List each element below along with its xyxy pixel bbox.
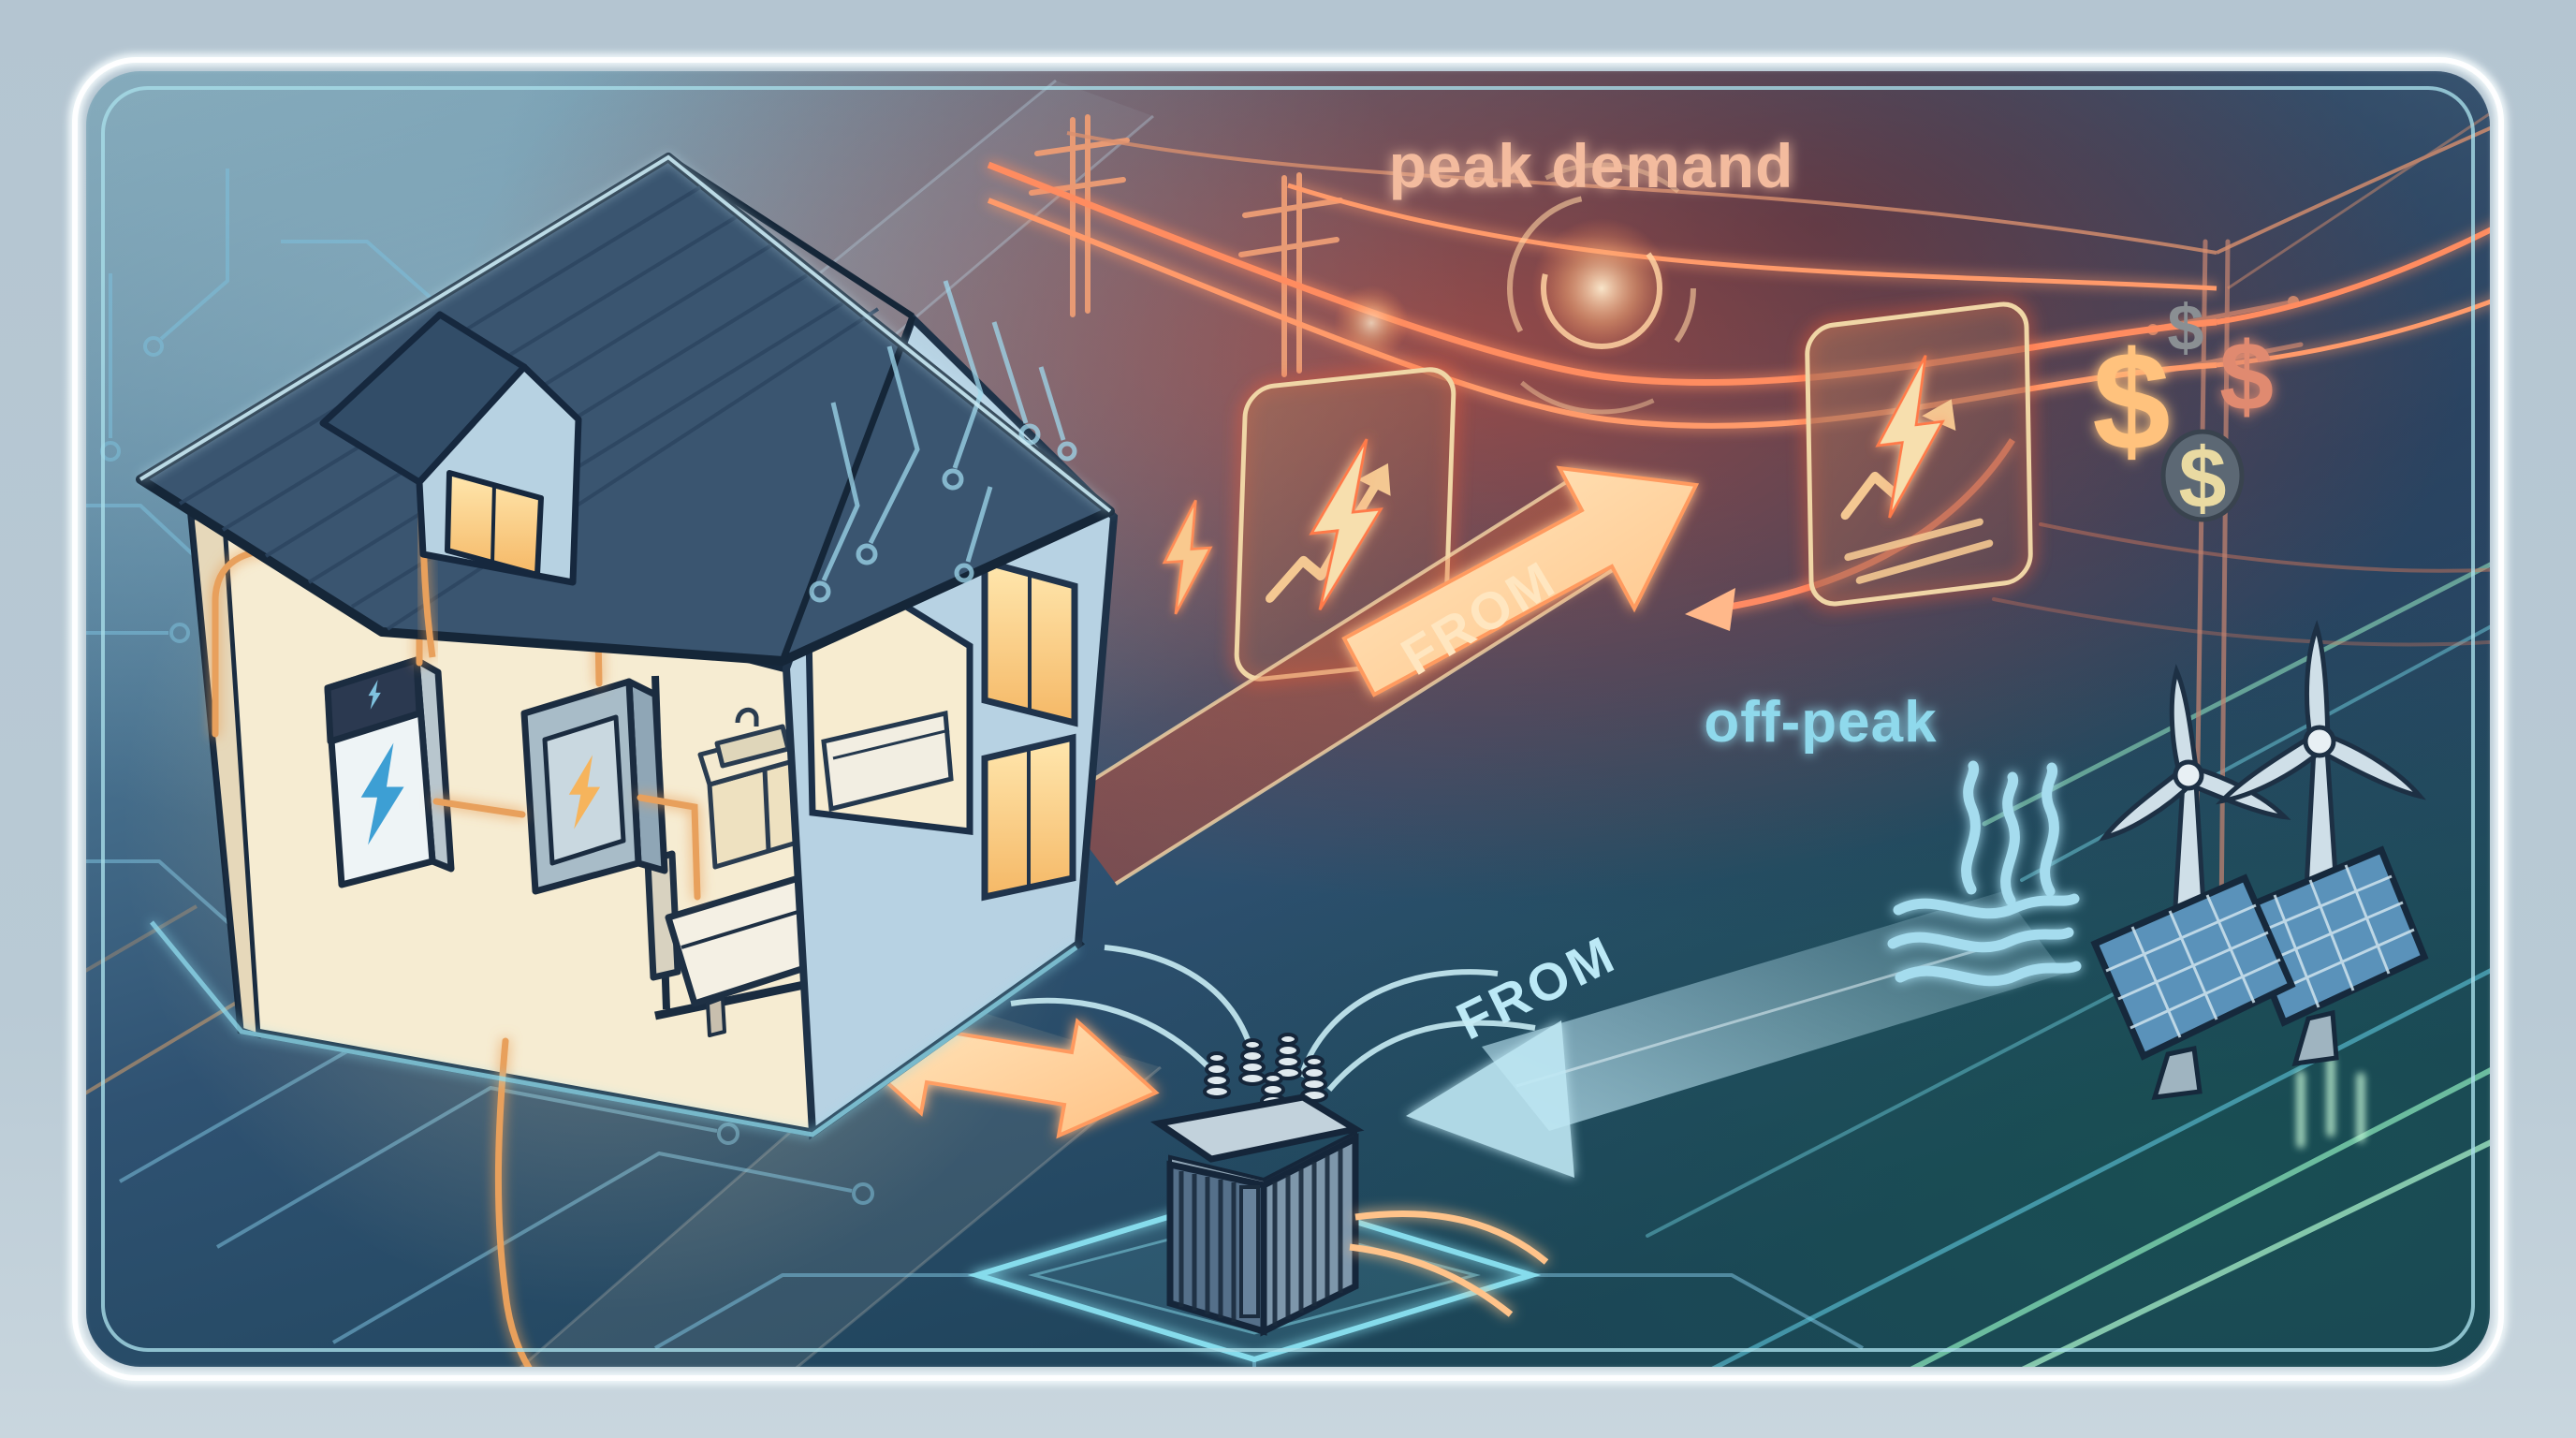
transformer-wires-out	[1349, 1211, 1549, 1317]
energy-arrow-up-icon	[1341, 465, 1700, 697]
faucet-icon	[735, 707, 759, 726]
utility-pole-icon	[1238, 172, 1343, 377]
power-lines	[987, 71, 2490, 1021]
offpeak-label: off-peak	[1704, 690, 1937, 755]
wind-turbine-icon	[2215, 620, 2426, 892]
utility-pole-icon	[1029, 114, 1130, 317]
power-wires-thin	[1066, 71, 2490, 290]
frame-border	[68, 53, 2508, 1385]
peak-demand-label: peak demand	[1389, 131, 1794, 200]
wind-waves-icon	[1887, 760, 2082, 987]
roof	[136, 153, 1115, 666]
dollar-sign: $	[2092, 322, 2170, 479]
dollar-sign: $	[2168, 291, 2204, 364]
roof-circuit-traces	[809, 280, 1077, 603]
cost-symbols: $ $ $ $	[2092, 291, 2274, 526]
dormer	[319, 311, 582, 586]
dollar-sign: $	[2178, 431, 2226, 526]
house-base-glow	[150, 920, 1078, 1137]
transformer-icon	[967, 945, 1549, 1363]
wire-glow-spot	[1334, 286, 1409, 360]
surge-pulse-icon	[1475, 162, 1728, 415]
battery-icon	[324, 656, 455, 888]
transformer-top-plate	[1149, 1093, 1365, 1163]
solar-panel-icon	[2090, 873, 2296, 1100]
house-illustration	[122, 153, 1119, 1367]
peak-alert-badge	[1802, 299, 2036, 609]
roof-rim-light	[139, 154, 1112, 513]
coin-icon: $	[2160, 429, 2245, 526]
breaker-panel-icon	[520, 678, 668, 895]
energy-arrow-down-icon	[1406, 1020, 1574, 1178]
dollar-sign: $	[2219, 323, 2274, 432]
